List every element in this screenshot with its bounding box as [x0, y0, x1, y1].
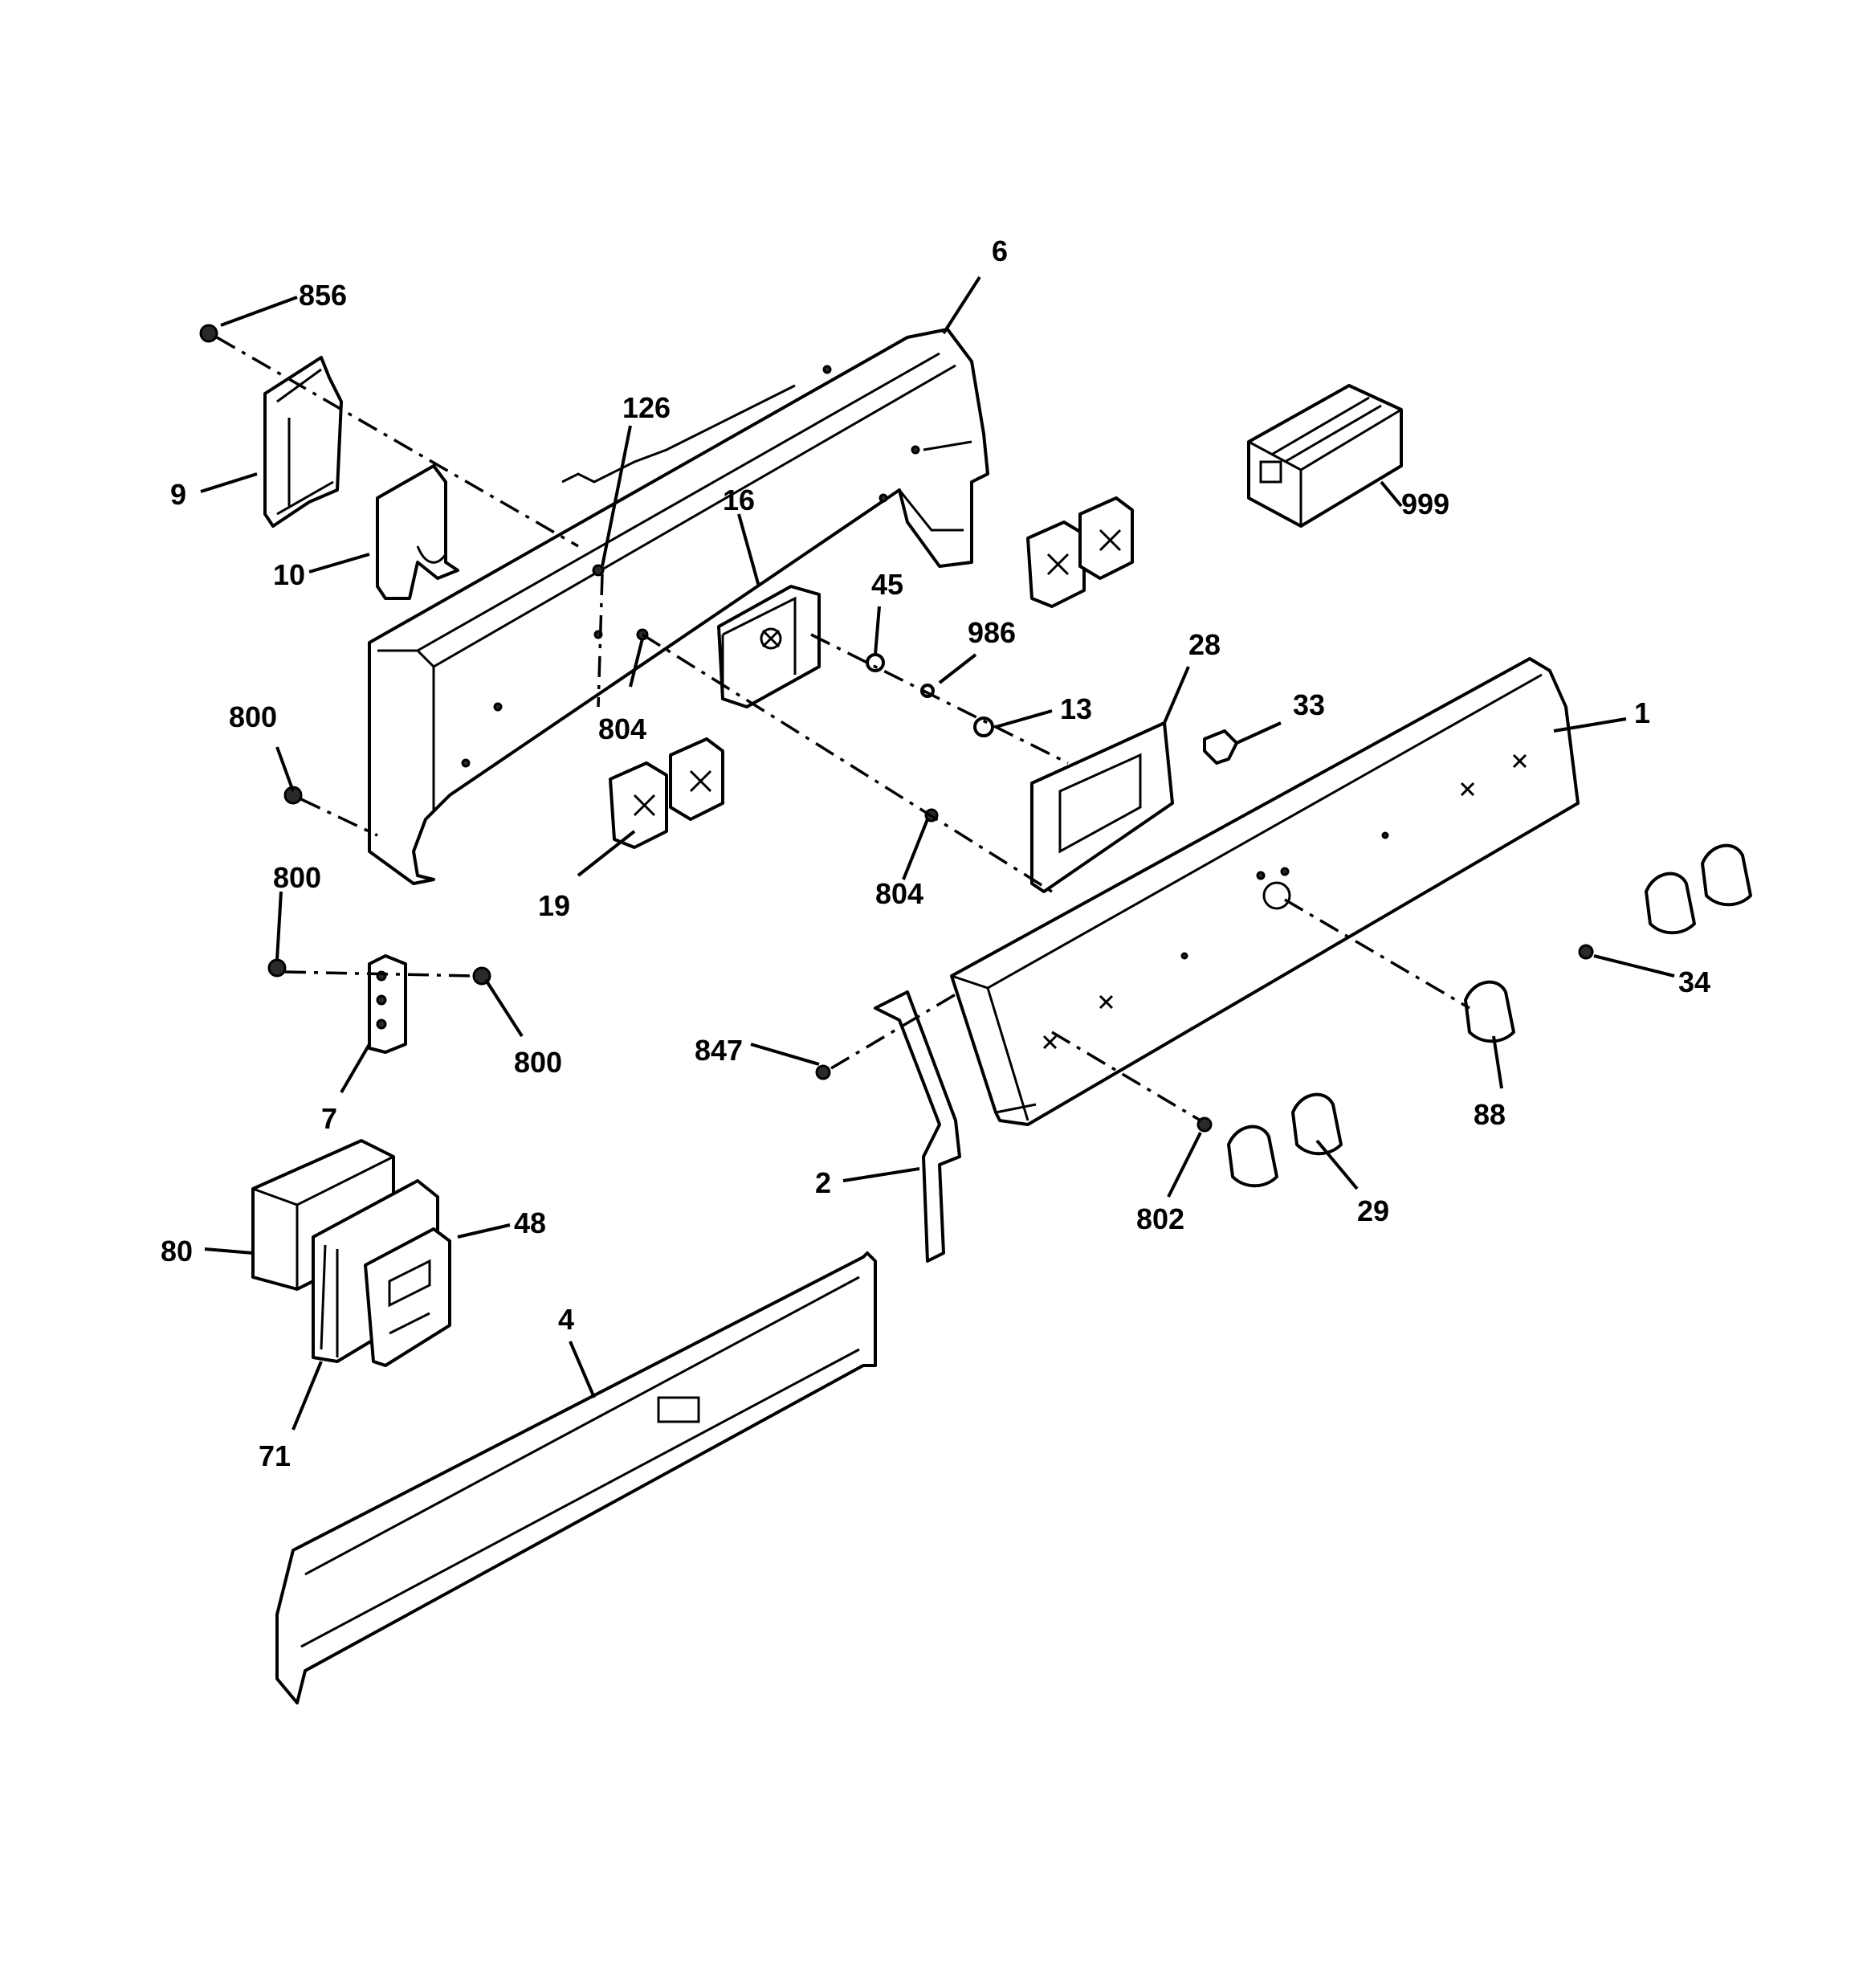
part-33-small-switch: [1203, 729, 1238, 765]
knob-29: [1291, 1092, 1343, 1156]
callout-29: 29: [1357, 1194, 1389, 1227]
knob-c: [1227, 1125, 1278, 1188]
callout-10: 10: [273, 558, 305, 591]
assembly-lines: [216, 336, 1470, 1122]
callout-126: 126: [622, 391, 671, 424]
callout-4: 4: [558, 1303, 574, 1336]
switch-pair-upper-right: [1026, 496, 1134, 608]
screw-856: [199, 324, 218, 343]
screw-34: [1578, 944, 1594, 960]
part-13: [973, 716, 994, 737]
part-10-bracket: [376, 464, 459, 600]
callout-856: 856: [299, 279, 347, 312]
callout-48: 48: [514, 1206, 546, 1239]
part-16-timer-module: [717, 585, 821, 708]
part-4-lower-trim: [275, 1251, 877, 1704]
callout-802: 802: [1136, 1202, 1184, 1235]
callout-45: 45: [871, 568, 903, 601]
callout-2: 2: [815, 1166, 831, 1199]
knob-group: [1227, 843, 1752, 1188]
screw-847: [815, 1064, 831, 1080]
callout-800-c: 800: [514, 1046, 562, 1079]
knob-88: [1464, 980, 1515, 1043]
part-9-side-bracket: [263, 356, 343, 528]
screw-802: [1196, 1116, 1213, 1133]
callout-804-b: 804: [875, 877, 923, 910]
part-48-frame: [364, 1227, 451, 1367]
part-6-control-housing: [368, 328, 989, 885]
screw-126: [592, 564, 605, 577]
callout-28: 28: [1188, 628, 1221, 661]
callout-13: 13: [1060, 692, 1092, 725]
callout-80: 80: [161, 1235, 193, 1268]
callout-19: 19: [538, 889, 570, 922]
knob-b: [1701, 843, 1752, 907]
part-28-bracket-plate: [1030, 721, 1174, 893]
callout-71: 71: [259, 1439, 291, 1472]
callout-7: 7: [321, 1102, 337, 1135]
callout-999: 999: [1401, 488, 1449, 520]
part-1-front-control-panel: [950, 657, 1580, 1126]
screw-800-b: [267, 958, 287, 978]
callout-847: 847: [695, 1034, 743, 1067]
callout-6: 6: [992, 235, 1008, 267]
callout-16: 16: [723, 484, 755, 516]
callout-34: 34: [1678, 965, 1710, 998]
part-2-end-trim: [874, 990, 961, 1263]
callout-88: 88: [1474, 1098, 1506, 1131]
part-999-box: [1247, 384, 1403, 528]
part-45: [866, 653, 885, 672]
part-7-small-bracket: [368, 954, 407, 1054]
knob-a: [1645, 872, 1696, 935]
part-19-switch-pair: [609, 737, 724, 849]
callout-804-a: 804: [598, 712, 646, 745]
callout-800-b: 800: [273, 861, 321, 894]
leader-lines: [200, 276, 1675, 1431]
callout-1: 1: [1634, 696, 1650, 729]
callout-800-a: 800: [229, 700, 277, 733]
callout-33: 33: [1293, 688, 1325, 721]
callout-labels: 856 6 126 9 10 16 45 986 999 28 800 804 …: [161, 235, 1710, 1472]
callout-9: 9: [170, 478, 186, 511]
callout-986: 986: [968, 616, 1016, 649]
